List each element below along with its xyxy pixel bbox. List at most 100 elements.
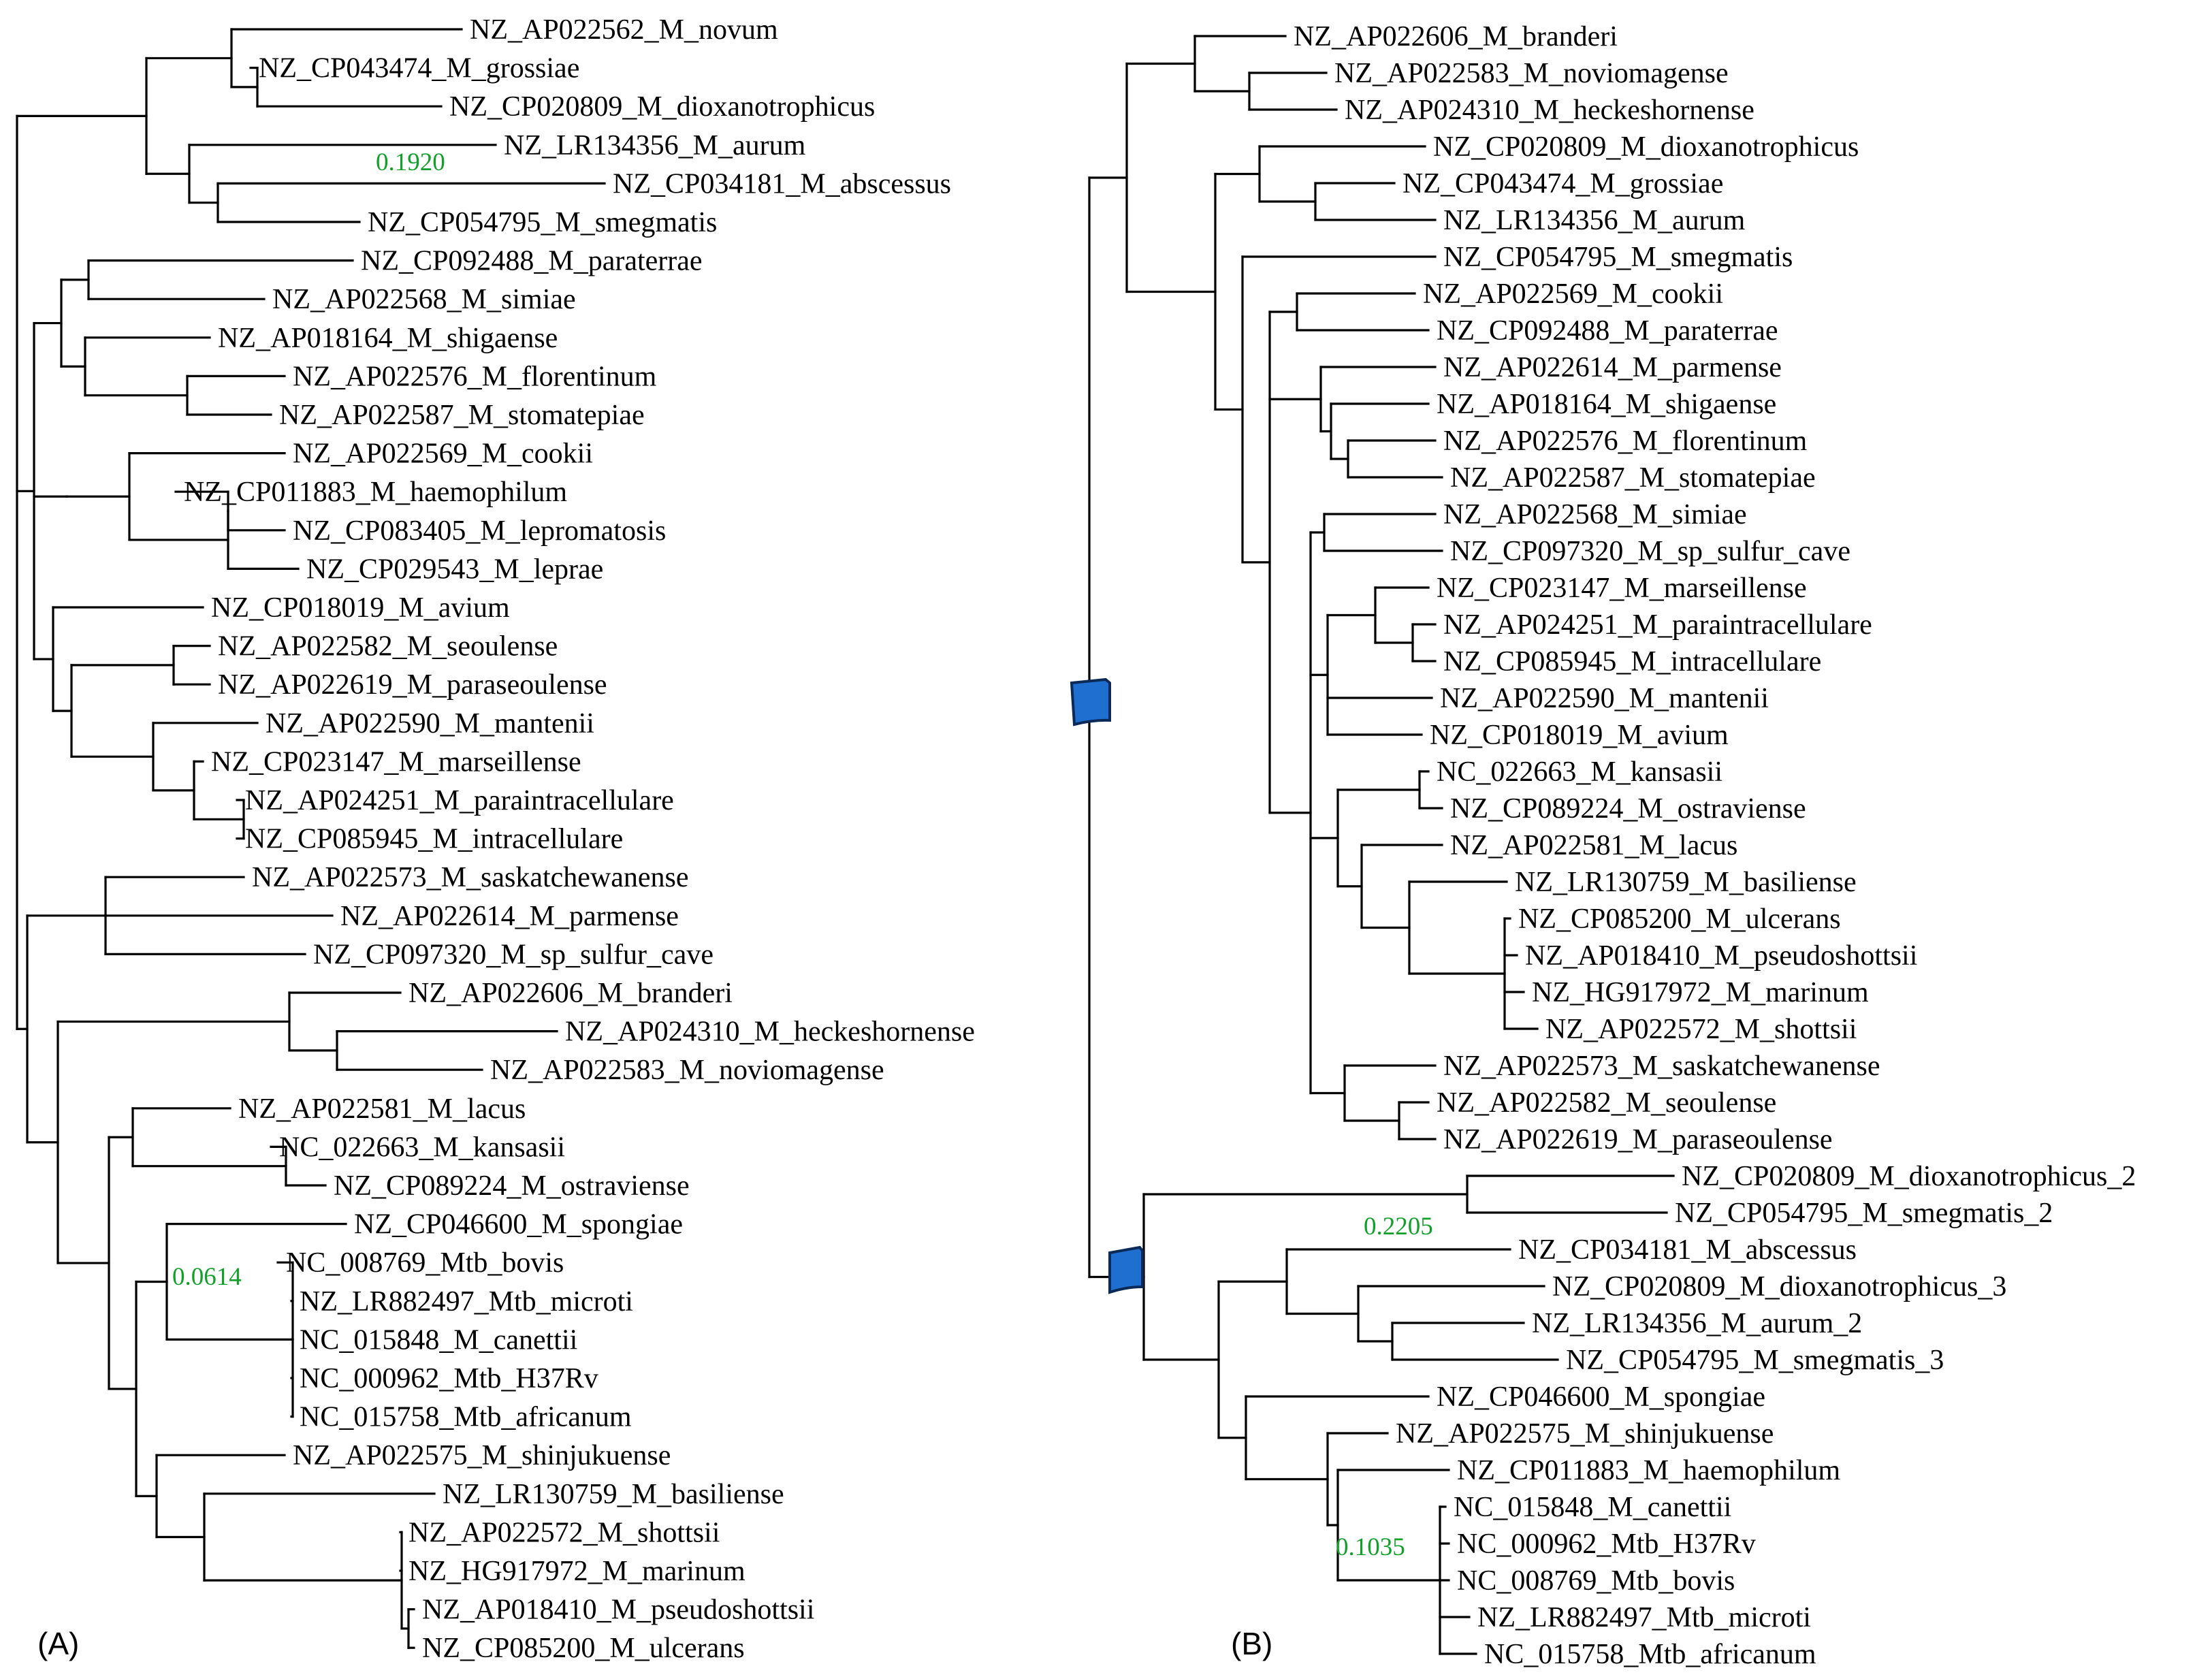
- leaf-label: NZ_AP024310_M_heckeshornense: [565, 1017, 975, 1048]
- leaf-label: NZ_AP022573_M_saskatchewanense: [1443, 1051, 1880, 1082]
- leaf-label: NZ_CP034181_M_abscessus: [1518, 1234, 1857, 1266]
- root-marker-upper: [1070, 677, 1111, 726]
- tree-b-leaf-labels: NZ_AP022606_M_branderiNZ_AP022583_M_novi…: [1294, 21, 2136, 1670]
- leaf-label: NZ_AP022590_M_mantenii: [266, 708, 594, 739]
- leaf-label: NZ_CP043474_M_grossiae: [1402, 168, 1723, 199]
- leaf-label: NZ_LR130759_M_basiliense: [443, 1479, 784, 1510]
- leaf-label: NZ_LR882497_Mtb_microti: [1477, 1602, 1811, 1633]
- leaf-label: NZ_CP092488_M_paraterrae: [361, 246, 703, 277]
- leaf-label: NZ_CP097320_M_sp_sulfur_cave: [1450, 536, 1850, 567]
- leaf-label: NZ_AP022587_M_stomatepiae: [1450, 462, 1816, 494]
- tree-a-branches: [16, 28, 606, 1649]
- leaf-label: NZ_AP022581_M_lacus: [238, 1093, 526, 1125]
- leaf-label: NC_022663_M_kansasii: [1437, 756, 1722, 788]
- leaf-label: NZ_AP022576_M_florentinum: [293, 361, 657, 392]
- tree-b-branch-length-label: 0.2205: [1364, 1213, 1433, 1241]
- leaf-label: NZ_AP022582_M_seoulense: [1437, 1087, 1776, 1119]
- leaf-label: NZ_AP018410_M_pseudoshottsii: [422, 1595, 814, 1626]
- leaf-label: NZ_CP054795_M_smegmatis: [368, 207, 717, 238]
- leaf-label: NZ_AP022606_M_branderi: [1294, 21, 1618, 52]
- leaf-label: NZ_CP046600_M_spongiae: [1437, 1381, 1765, 1413]
- leaf-label: NZ_HG917972_M_marinum: [1532, 977, 1869, 1008]
- leaf-label: NZ_CP029543_M_leprae: [306, 554, 603, 585]
- leaf-label: NC_008769_Mtb_bovis: [286, 1247, 564, 1279]
- leaf-label: NZ_AP022614_M_parmense: [340, 901, 679, 932]
- leaf-label: NZ_LR134356_M_aurum: [504, 130, 806, 161]
- leaf-label: NZ_CP092488_M_paraterrae: [1437, 315, 1778, 347]
- leaf-label: NZ_AP022568_M_simiae: [1443, 499, 1747, 530]
- leaf-label: NZ_AP018164_M_shigaense: [1437, 389, 1776, 420]
- leaf-label: NC_000962_Mtb_H37Rv: [300, 1363, 598, 1394]
- leaf-label: NC_015848_M_canettii: [1454, 1492, 1731, 1523]
- tree-a-branch-length-label: 0.1920: [376, 148, 445, 176]
- leaf-label: NZ_LR882497_Mtb_microti: [300, 1286, 633, 1317]
- leaf-label: NZ_AP018410_M_pseudoshottsii: [1525, 940, 1917, 972]
- leaf-label: NZ_AP022575_M_shinjukuense: [1396, 1418, 1774, 1450]
- leaf-label: NZ_CP023147_M_marseillense: [211, 746, 581, 778]
- leaf-label: NZ_AP024251_M_paraintracellulare: [245, 785, 674, 816]
- leaf-label: NZ_CP020809_M_dioxanotrophicus: [1433, 131, 1859, 163]
- leaf-label: NZ_AP022606_M_branderi: [408, 978, 733, 1009]
- leaf-label: NZ_CP034181_M_abscessus: [613, 168, 951, 199]
- leaf-label: NZ_LR134356_M_aurum: [1443, 205, 1746, 236]
- panel-label-a: (A): [37, 1626, 79, 1661]
- leaf-label: NZ_AP022572_M_shottsii: [408, 1517, 720, 1548]
- leaf-label: NZ_AP022619_M_paraseoulense: [218, 669, 607, 701]
- leaf-label: NC_022663_M_kansasii: [279, 1132, 565, 1163]
- leaf-label: NZ_CP085945_M_intracellulare: [1443, 646, 1821, 677]
- leaf-label: NZ_HG917972_M_marinum: [408, 1556, 746, 1587]
- leaf-label: NZ_CP023147_M_marseillense: [1437, 573, 1807, 604]
- leaf-label: NZ_CP089224_M_ostraviense: [1450, 793, 1806, 825]
- leaf-label: NZ_LR130759_M_basiliense: [1515, 867, 1857, 898]
- tree-b-branches: [1088, 35, 1675, 1655]
- leaf-label: NZ_CP089224_M_ostraviense: [334, 1170, 690, 1202]
- leaf-label: NZ_CP020809_M_dioxanotrophicus_3: [1552, 1271, 2006, 1302]
- leaf-label: NZ_CP011883_M_haemophilum: [1457, 1455, 1840, 1486]
- leaf-label: NZ_CP046600_M_spongiae: [354, 1209, 683, 1241]
- leaf-label: NZ_CP043474_M_grossiae: [259, 53, 579, 84]
- leaf-label: NZ_CP083405_M_lepromatosis: [293, 515, 666, 547]
- leaf-label: NZ_AP018164_M_shigaense: [218, 323, 558, 354]
- leaf-label: NZ_CP020809_M_dioxanotrophicus_2: [1682, 1161, 2136, 1192]
- leaf-label: NZ_AP024310_M_heckeshornense: [1345, 95, 1754, 126]
- leaf-label: NZ_AP022582_M_seoulense: [218, 631, 558, 662]
- leaf-label: NZ_AP022619_M_paraseoulense: [1443, 1124, 1833, 1155]
- leaf-label: NZ_CP054795_M_smegmatis: [1443, 242, 1793, 273]
- leaf-label: NZ_CP054795_M_smegmatis_3: [1566, 1345, 1944, 1376]
- leaf-label: NZ_CP018019_M_avium: [211, 592, 510, 624]
- tree-a: NZ_AP022562_M_novumNZ_CP043474_M_grossia…: [16, 14, 975, 1664]
- leaf-label: NZ_AP022575_M_shinjukuense: [293, 1440, 671, 1471]
- panel-label-b: (B): [1231, 1626, 1272, 1661]
- leaf-label: NZ_CP054795_M_smegmatis_2: [1675, 1198, 2053, 1229]
- leaf-label: NZ_AP022569_M_cookii: [293, 438, 593, 470]
- tree-a-leaf-labels: NZ_AP022562_M_novumNZ_CP043474_M_grossia…: [184, 14, 975, 1664]
- tree-b: NZ_AP022606_M_branderiNZ_AP022583_M_novi…: [1070, 21, 2136, 1670]
- leaf-label: NZ_AP022583_M_noviomagense: [490, 1055, 884, 1086]
- leaf-label: NZ_AP022568_M_simiae: [272, 284, 576, 315]
- leaf-label: NZ_CP097320_M_sp_sulfur_cave: [313, 939, 714, 970]
- leaf-label: NC_015758_Mtb_africanum: [1484, 1639, 1816, 1670]
- leaf-label: NC_008769_Mtb_bovis: [1457, 1565, 1735, 1597]
- leaf-label: NZ_AP022576_M_florentinum: [1443, 426, 1808, 457]
- leaf-label: NZ_AP022581_M_lacus: [1450, 830, 1737, 861]
- tree-a-branch-length-label: 0.0614: [172, 1263, 242, 1291]
- leaf-label: NZ_CP085945_M_intracellulare: [245, 824, 623, 855]
- root-marker-lower: [1108, 1245, 1144, 1294]
- leaf-label: NZ_CP011883_M_haemophilum: [184, 477, 567, 508]
- leaf-label: NZ_CP085200_M_ulcerans: [422, 1633, 745, 1664]
- leaf-label: NZ_LR134356_M_aurum_2: [1532, 1308, 1862, 1339]
- leaf-label: NZ_AP022590_M_mantenii: [1440, 683, 1769, 714]
- leaf-label: NZ_CP018019_M_avium: [1430, 720, 1729, 751]
- tree-b-branch-length-label: 0.1035: [1336, 1533, 1405, 1561]
- leaf-label: NZ_AP022583_M_noviomagense: [1334, 58, 1729, 89]
- leaf-label: NC_000962_Mtb_H37Rv: [1457, 1529, 1756, 1560]
- leaf-label: NZ_AP022572_M_shottsii: [1545, 1014, 1857, 1045]
- leaf-label: NZ_AP024251_M_paraintracellulare: [1443, 609, 1872, 641]
- leaf-label: NZ_AP022573_M_saskatchewanense: [252, 862, 689, 893]
- leaf-label: NZ_AP022614_M_parmense: [1443, 352, 1782, 383]
- leaf-label: NC_015758_Mtb_africanum: [300, 1402, 632, 1433]
- leaf-label: NZ_AP022562_M_novum: [470, 14, 778, 46]
- leaf-label: NZ_AP022587_M_stomatepiae: [279, 400, 645, 431]
- leaf-label: NZ_AP022569_M_cookii: [1423, 278, 1723, 310]
